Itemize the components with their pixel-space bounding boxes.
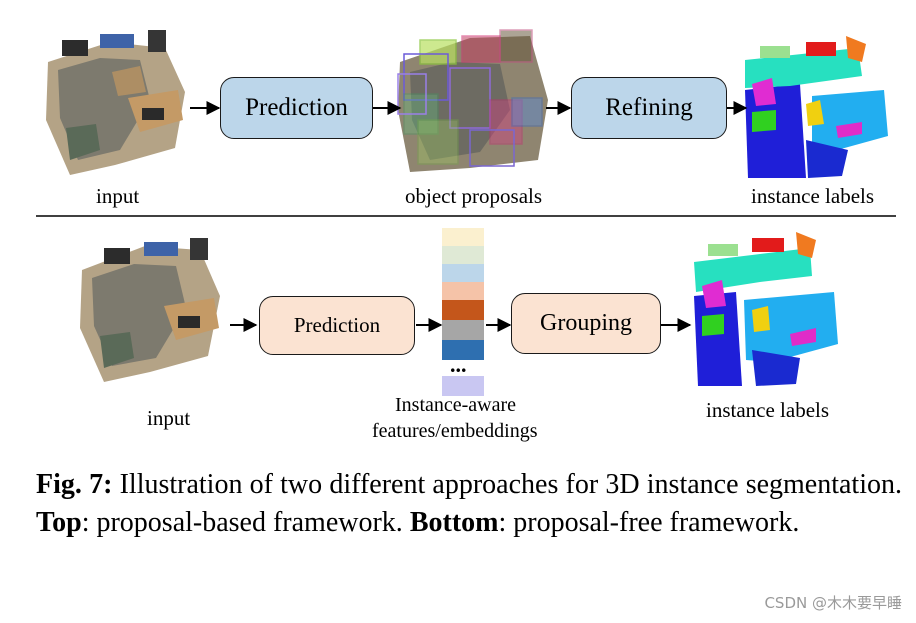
embedding-slot-7 (442, 340, 484, 360)
embedding-slot-1 (442, 228, 484, 246)
embedding-slot-5 (442, 300, 484, 320)
object-proposals-label: object proposals (405, 184, 543, 208)
features-label-line1: Instance-aware (395, 394, 517, 416)
features-label-line2: features/embeddings (372, 420, 538, 442)
top-proposals-pointcloud (397, 29, 548, 172)
embedding-slot-4 (442, 282, 484, 300)
watermark: CSDN @木木要早睡 (764, 594, 902, 612)
prediction-label-top: Prediction (245, 94, 348, 121)
prediction-box-bottom: Prediction (259, 296, 415, 355)
caption-text-1: Illustration of two different approaches… (112, 469, 902, 500)
embedding-slot-2 (442, 246, 484, 264)
caption-text-3: : proposal-free framework. (498, 507, 800, 538)
embedding-stack (442, 228, 484, 396)
grouping-box: Grouping (511, 293, 661, 354)
bottom-instance-labels-label: instance labels (706, 398, 830, 422)
top-input-pointcloud (46, 30, 185, 175)
embedding-slot-6 (442, 320, 484, 340)
bottom-input-pointcloud (80, 238, 220, 382)
grouping-label: Grouping (540, 310, 632, 336)
caption-bottom-bold: Bottom (409, 507, 499, 538)
embedding-slot-3 (442, 264, 484, 282)
top-input-label: input (96, 184, 140, 208)
embedding-slot-8 (442, 376, 484, 396)
prediction-label-bottom: Prediction (293, 313, 381, 337)
prediction-box-top: Prediction (220, 77, 373, 139)
bottom-input-label: input (147, 406, 191, 430)
figure-caption: Fig. 7: Illustration of two different ap… (36, 466, 902, 542)
refining-label: Refining (605, 94, 693, 121)
bottom-instance-labels (694, 232, 838, 386)
top-instance-labels-label: instance labels (751, 184, 875, 208)
refining-box: Refining (571, 77, 727, 139)
caption-top-bold: Top (36, 507, 82, 538)
embedding-ellipsis: ... (450, 352, 467, 377)
caption-text-2: : proposal-based framework. (81, 507, 410, 538)
figure-number: Fig. 7: (36, 469, 113, 500)
top-instance-labels (744, 36, 888, 178)
